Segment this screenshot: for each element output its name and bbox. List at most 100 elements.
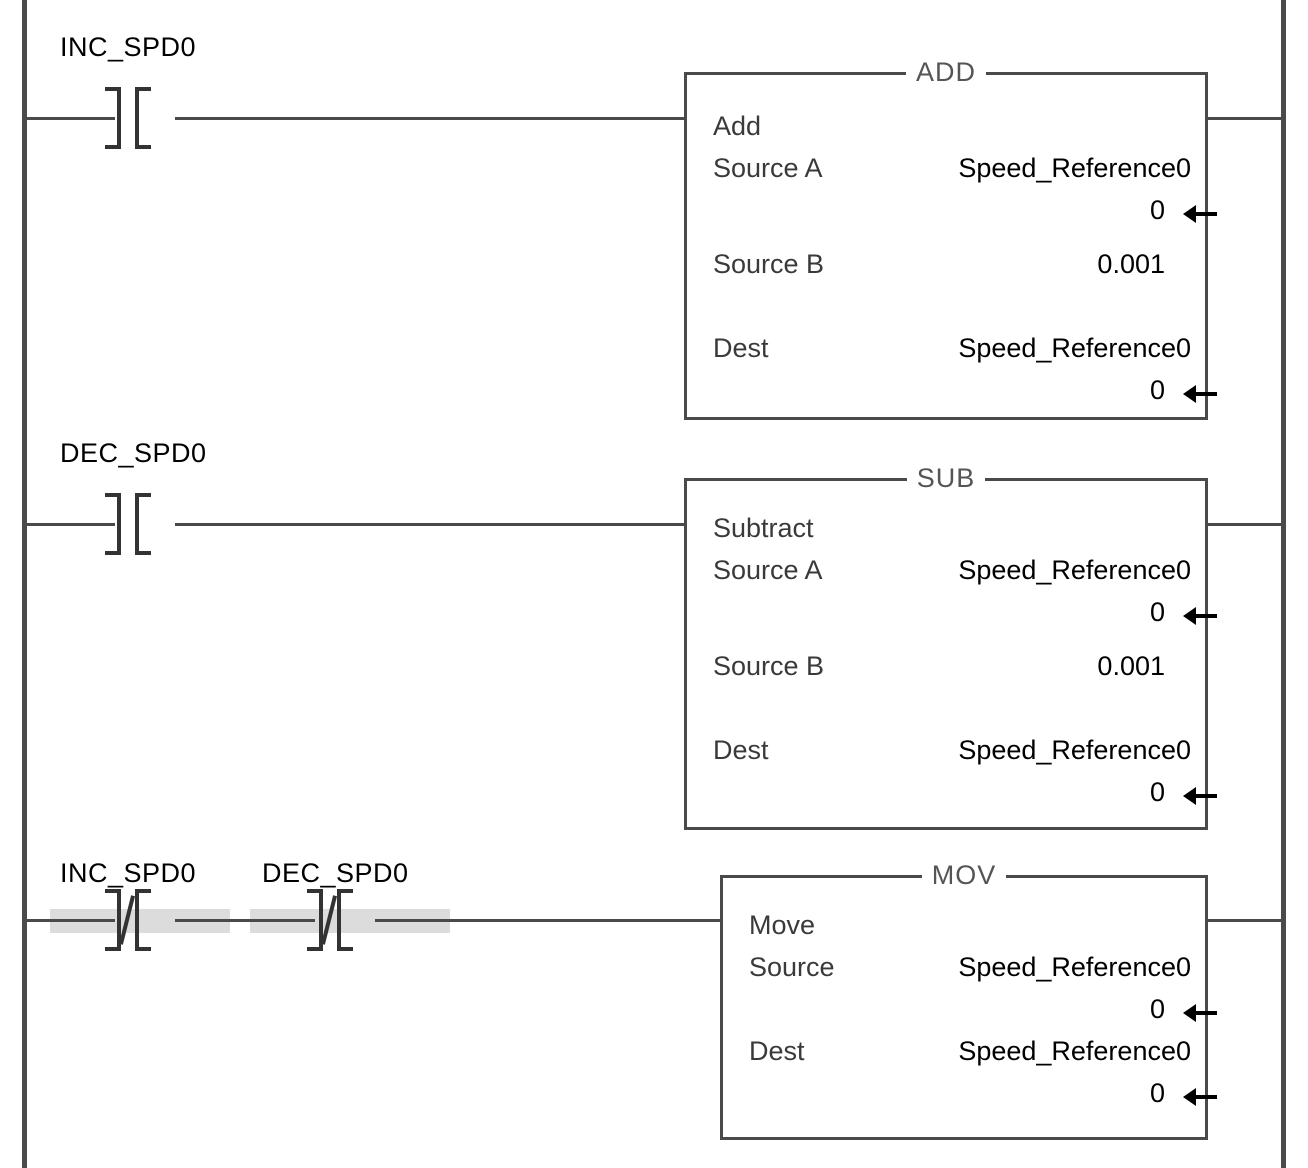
contact-dec-spd0-rung1[interactable] (93, 493, 159, 555)
arrow-head (1183, 607, 1196, 625)
block-row-source-value: 0 (723, 994, 1217, 1034)
block-param-operand[interactable]: Speed_Reference0 (958, 333, 1191, 363)
block-instruction-name: Add (713, 111, 762, 141)
contact-bracket (117, 87, 121, 149)
arrow-head (1183, 787, 1196, 805)
block-mnemonic-add: ADD (905, 57, 986, 87)
block-row-source-a-value: 0 (687, 597, 1217, 637)
value-arrow-icon (1183, 605, 1217, 627)
contact-label-inc-spd0-rung0: INC_SPD0 (60, 32, 197, 62)
block-param-operand[interactable]: Speed_Reference0 (958, 1036, 1191, 1066)
block-param-value[interactable]: 0.001 (1097, 651, 1165, 681)
block-param-label: Source A (713, 555, 823, 585)
instruction-block-add[interactable]: ADD Add Source A Speed_Reference0 0 Sour… (684, 57, 1217, 420)
rung-2-wire-left (22, 919, 115, 922)
contact-bracket (135, 145, 151, 149)
arrow-shaft (1191, 212, 1217, 216)
block-body-add: Add Source A Speed_Reference0 0 Source B… (687, 97, 1217, 417)
contact-dec-spd0-rung2[interactable] (295, 889, 361, 951)
block-row-dest[interactable]: Dest Speed_Reference0 (687, 333, 1205, 373)
contact-bracket (117, 493, 121, 555)
contact-inc-spd0-rung2[interactable] (93, 889, 159, 951)
block-instruction-name: Subtract (713, 513, 814, 543)
block-row-source[interactable]: Source Speed_Reference0 (723, 952, 1205, 992)
rung-1-wire-left (22, 523, 115, 526)
block-title-add: ADD (687, 57, 1205, 88)
rung-2-wire-right (375, 919, 721, 922)
contact-slash-icon (321, 895, 337, 945)
contact-bracket (135, 493, 139, 555)
block-mnemonic-mov: MOV (921, 860, 1007, 890)
block-row-dest[interactable]: Dest Speed_Reference0 (687, 735, 1205, 775)
contact-inc-spd0-rung0[interactable] (93, 87, 159, 149)
block-instruction-name: Move (749, 910, 816, 940)
block-row-source-a[interactable]: Source A Speed_Reference0 (687, 555, 1205, 595)
block-param-operand[interactable]: Speed_Reference0 (958, 952, 1191, 982)
block-param-label: Source A (713, 153, 823, 183)
arrow-shaft (1191, 392, 1217, 396)
contact-bracket (135, 493, 151, 497)
value-arrow-icon (1183, 785, 1217, 807)
block-param-label: Source (749, 952, 835, 982)
contact-label-dec-spd0-rung1: DEC_SPD0 (60, 438, 207, 468)
block-param-value: 0 (1149, 375, 1165, 405)
contact-bracket (135, 947, 151, 951)
arrow-shaft (1191, 614, 1217, 618)
block-param-label: Source B (713, 249, 825, 279)
contact-bracket (117, 889, 121, 951)
contact-bracket (105, 889, 121, 893)
block-param-operand[interactable]: Speed_Reference0 (958, 735, 1191, 765)
block-row-source-b[interactable]: Source B 0.001 (687, 249, 1205, 289)
right-power-rail (1281, 0, 1286, 1168)
contact-bracket (307, 889, 323, 893)
block-row-source-a[interactable]: Source A Speed_Reference0 (687, 153, 1205, 193)
contact-bracket (337, 889, 353, 893)
rung-0-wire-right (175, 117, 685, 120)
contact-bracket (105, 947, 121, 951)
contact-bracket (135, 889, 139, 951)
block-param-label: Dest (749, 1036, 805, 1066)
block-row-dest-value: 0 (687, 375, 1217, 415)
block-param-operand[interactable]: Speed_Reference0 (958, 555, 1191, 585)
contact-bracket (105, 493, 121, 497)
arrow-shaft (1191, 794, 1217, 798)
block-param-operand[interactable]: Speed_Reference0 (958, 153, 1191, 183)
contact-bracket (337, 947, 353, 951)
instruction-block-sub[interactable]: SUB Subtract Source A Speed_Reference0 0… (684, 463, 1217, 830)
arrow-shaft (1191, 1095, 1217, 1099)
contact-bracket (105, 551, 121, 555)
block-mnemonic-sub: SUB (906, 463, 986, 493)
contact-slash-icon (119, 895, 135, 945)
value-arrow-icon (1183, 203, 1217, 225)
block-row-dest[interactable]: Dest Speed_Reference0 (723, 1036, 1205, 1076)
contact-bracket (105, 145, 121, 149)
instruction-block-mov[interactable]: MOV Move Source Speed_Reference0 0 Dest … (720, 860, 1217, 1140)
contact-label-dec-spd0-rung2: DEC_SPD0 (262, 858, 409, 888)
arrow-head (1183, 385, 1196, 403)
block-param-value: 0 (1149, 1078, 1165, 1108)
block-param-value: 0 (1149, 994, 1165, 1024)
block-row-dest-value: 0 (687, 777, 1217, 817)
block-row-source-b[interactable]: Source B 0.001 (687, 651, 1205, 691)
contact-label-inc-spd0-rung2: INC_SPD0 (60, 858, 197, 888)
arrow-shaft (1191, 1011, 1217, 1015)
value-arrow-icon (1183, 1086, 1217, 1108)
value-arrow-icon (1183, 383, 1217, 405)
contact-bracket (105, 87, 121, 91)
block-row-name: Move (723, 910, 1205, 950)
rung-0-wire-output (1208, 117, 1284, 120)
block-row-dest-value: 0 (723, 1078, 1217, 1118)
arrow-head (1183, 1088, 1196, 1106)
block-param-value: 0 (1149, 597, 1165, 627)
rung-1-wire-output (1208, 523, 1284, 526)
rung-0-wire-left (22, 117, 115, 120)
contact-bracket (337, 889, 341, 951)
block-param-value: 0 (1149, 777, 1165, 807)
rung-1-wire-right (175, 523, 685, 526)
block-param-label: Dest (713, 735, 769, 765)
contact-bracket (135, 889, 151, 893)
block-row-name: Subtract (687, 513, 1205, 553)
block-param-value[interactable]: 0.001 (1097, 249, 1165, 279)
block-param-value: 0 (1149, 195, 1165, 225)
